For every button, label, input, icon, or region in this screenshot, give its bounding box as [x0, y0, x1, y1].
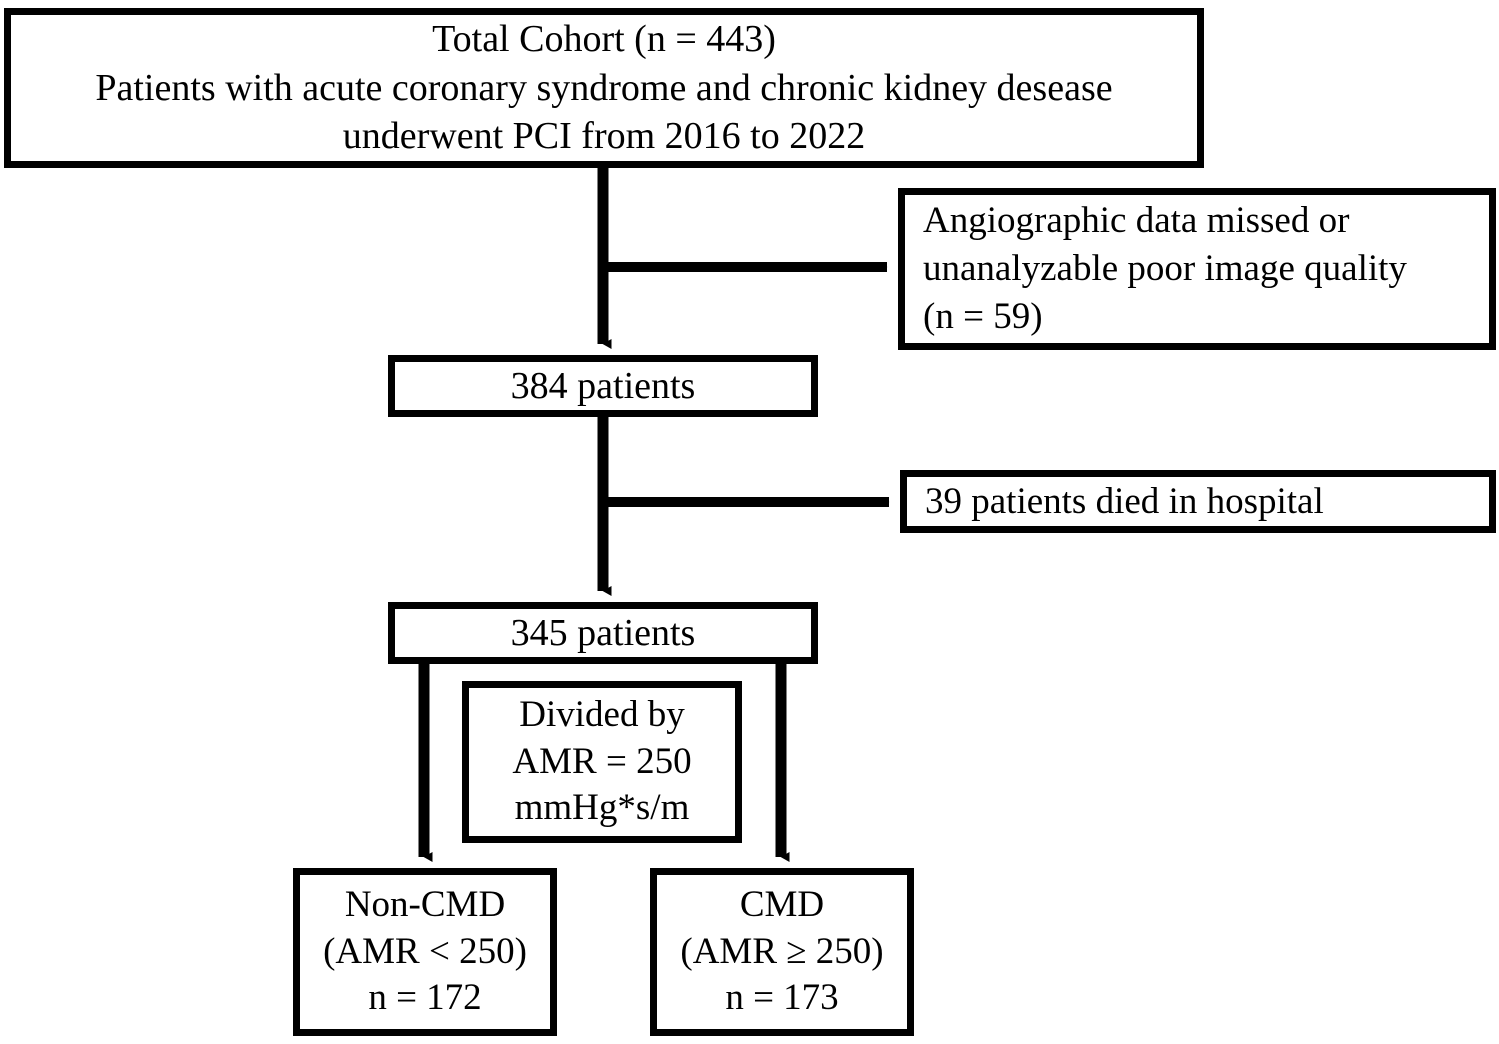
node-total-cohort-line-3: underwent PCI from 2016 to 2022 — [342, 115, 866, 158]
node-cmd-line-2: (AMR ≥ 250) — [680, 930, 884, 972]
node-total-cohort-line-2: Patients with acute coronary syndrome an… — [95, 66, 1113, 109]
node-cmd-line-1: CMD — [739, 884, 825, 926]
node-total-cohort: Total Cohort (n = 443) Patients with acu… — [4, 8, 1204, 168]
node-384-patients-label: 384 patients — [510, 364, 696, 407]
node-345-patients: 345 patients — [388, 602, 818, 664]
node-divided-by-line-2: AMR = 250 — [512, 740, 692, 782]
node-excluded-angio-line-3: (n = 59) — [923, 296, 1043, 338]
node-excluded-angio-line-1: Angiographic data missed or — [923, 199, 1350, 241]
node-non-cmd-line-2: (AMR < 250) — [323, 930, 527, 972]
node-345-patients-label: 345 patients — [510, 611, 696, 654]
node-non-cmd-line-1: Non-CMD — [344, 884, 506, 926]
node-excluded-angiographic-data: Angiographic data missed or unanalyzable… — [898, 188, 1496, 350]
node-non-cmd-line-3: n = 172 — [368, 977, 482, 1019]
node-total-cohort-line-1: Total Cohort (n = 443) — [432, 18, 776, 61]
node-divided-by-line-3: mmHg*s/m — [514, 787, 690, 829]
node-non-cmd-group: Non-CMD (AMR < 250) n = 172 — [293, 868, 557, 1036]
node-cmd-line-3: n = 173 — [725, 977, 839, 1019]
node-excluded-angio-line-2: unanalyzable poor image quality — [923, 247, 1407, 289]
node-divided-by-amr: Divided by AMR = 250 mmHg*s/m — [462, 681, 742, 843]
node-384-patients: 384 patients — [388, 355, 818, 417]
node-divided-by-line-1: Divided by — [519, 694, 685, 736]
node-excluded-died-label: 39 patients died in hospital — [925, 480, 1324, 522]
node-excluded-died-in-hospital: 39 patients died in hospital — [900, 470, 1496, 533]
node-cmd-group: CMD (AMR ≥ 250) n = 173 — [650, 868, 914, 1036]
